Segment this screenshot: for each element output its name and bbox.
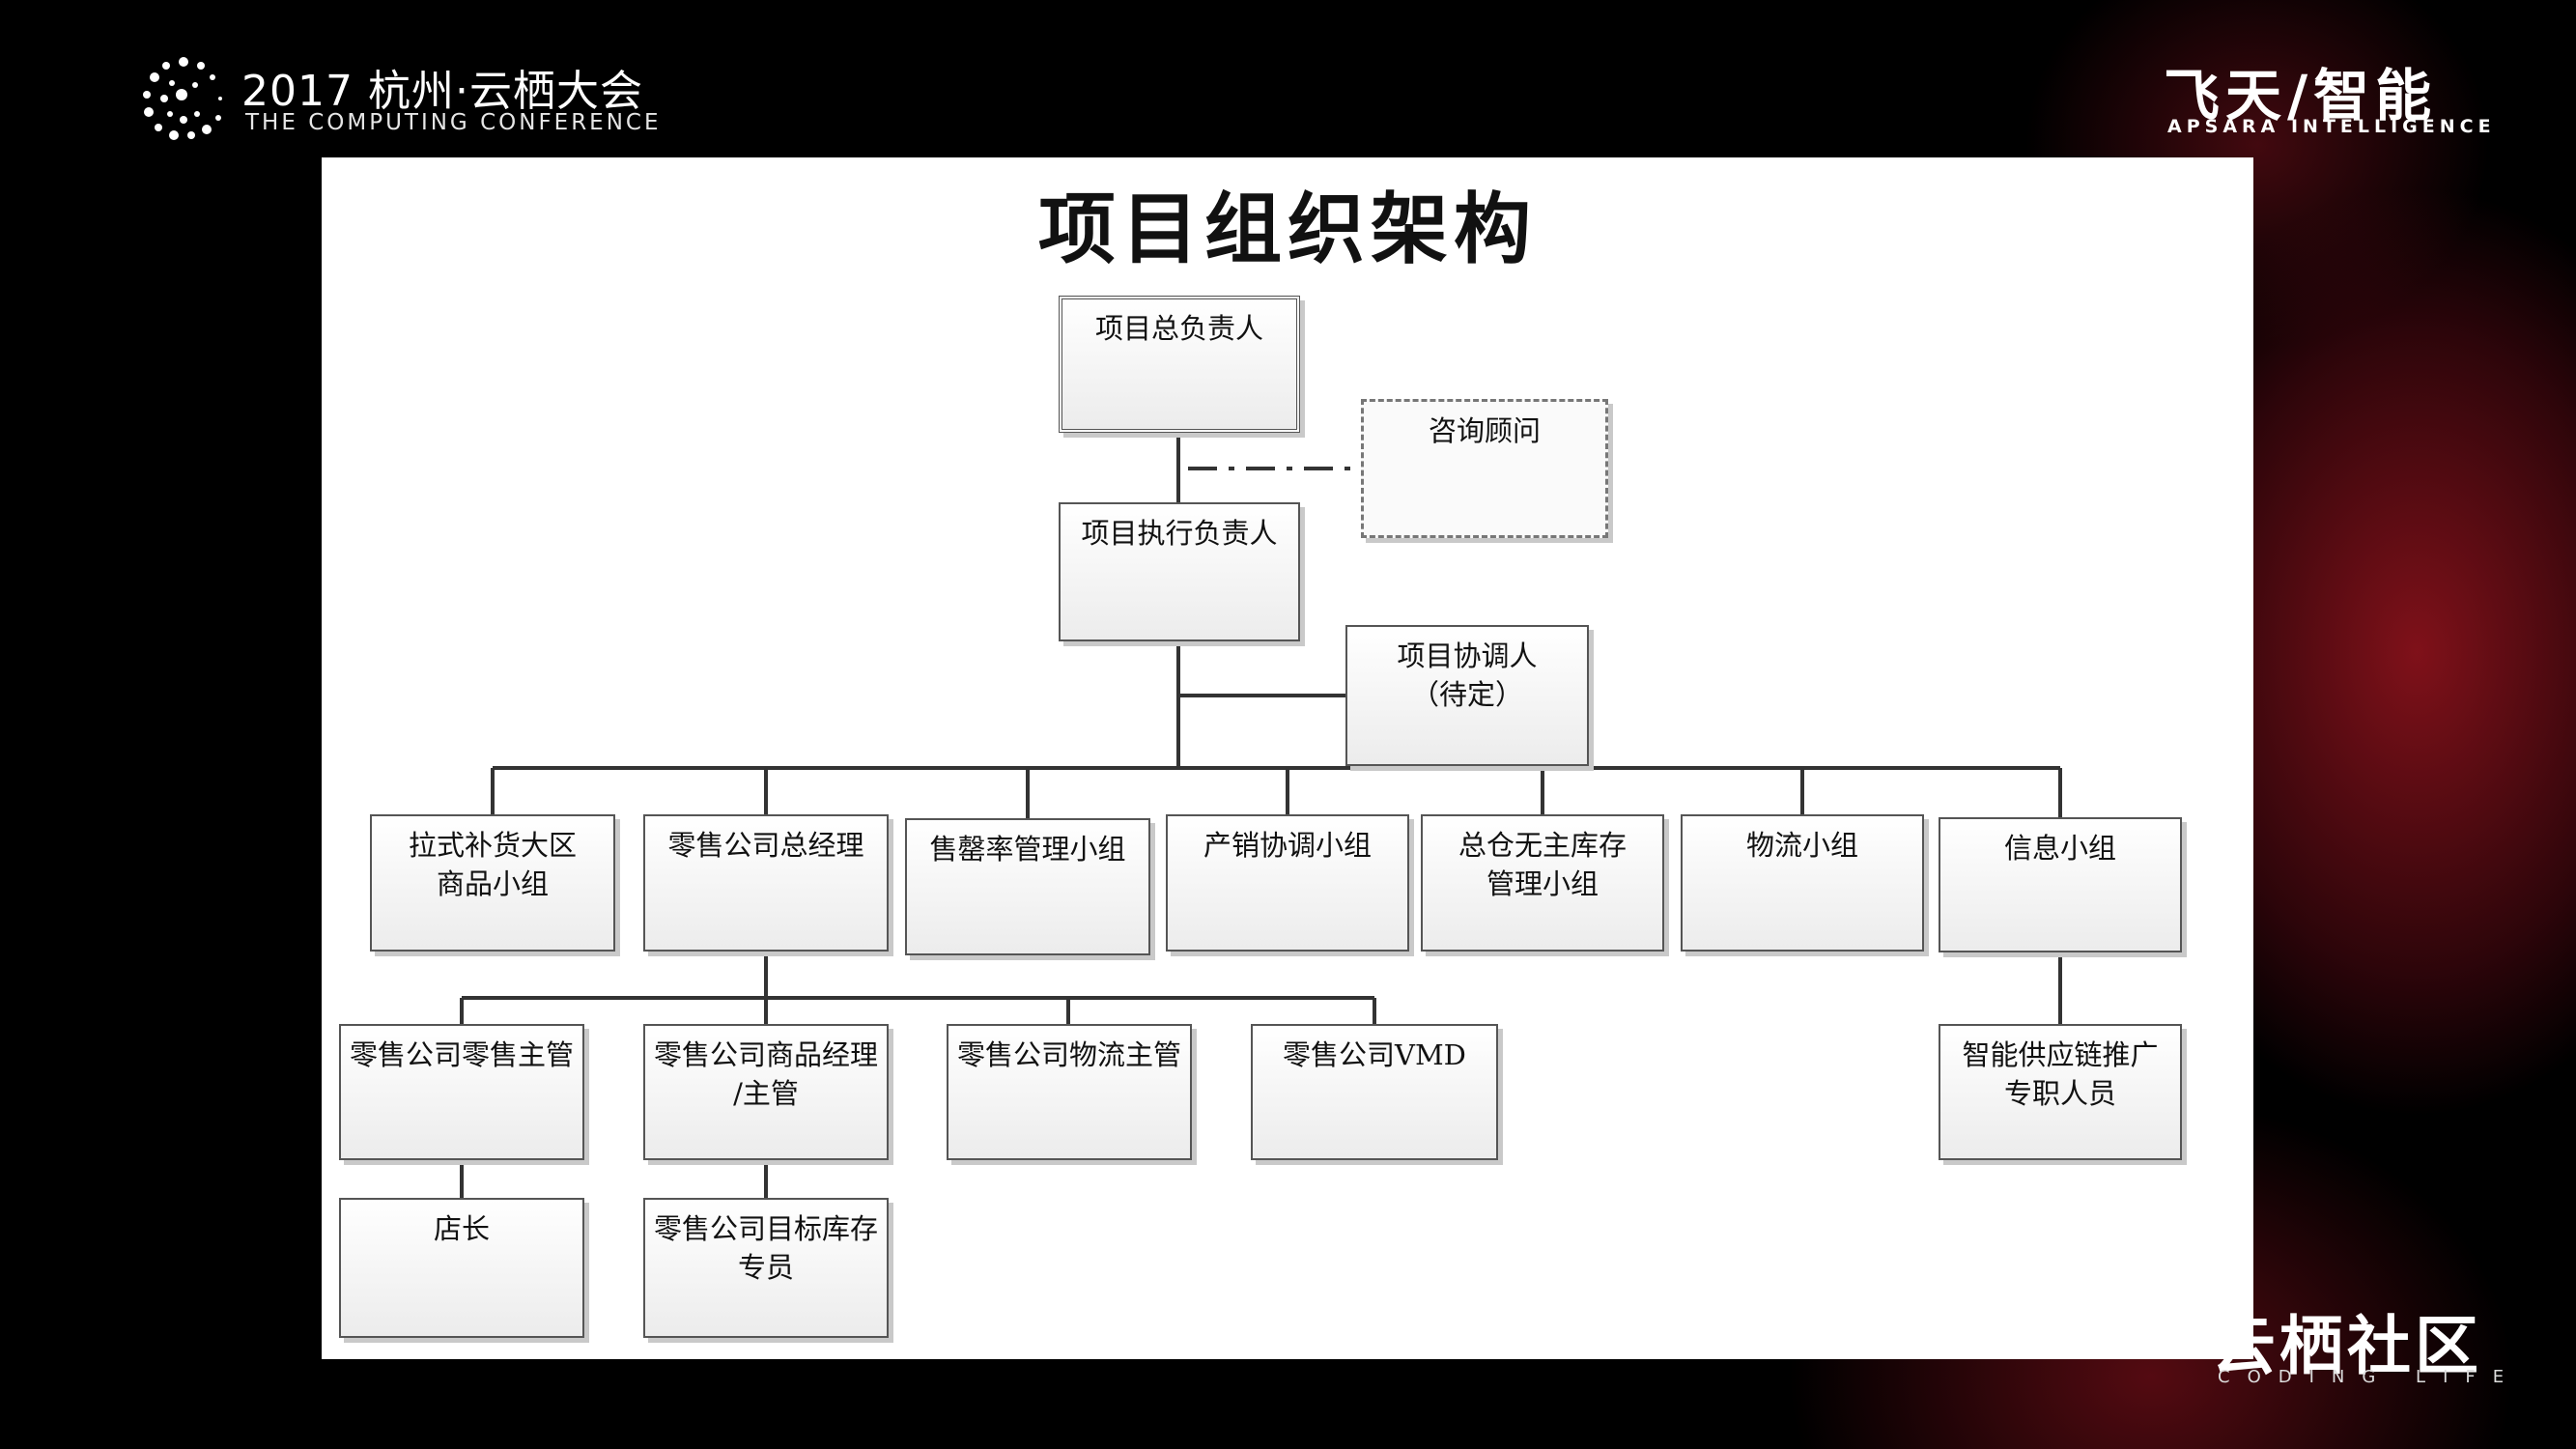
org-node-coordinator: 项目协调人 （待定） xyxy=(1345,625,1589,766)
org-connector-lines xyxy=(460,433,2062,1198)
org-node-pull-replenish: 拉式补货大区 商品小组 xyxy=(370,814,615,952)
org-node-store-mgr: 店长 xyxy=(339,1198,584,1338)
community-logo-subtitle: CODING LIFE xyxy=(2218,1367,2522,1387)
org-node-retail-logistics-mgr: 零售公司物流主管 xyxy=(947,1024,1192,1160)
apsara-logo: 飞天/智能 xyxy=(2164,63,2438,128)
apsara-logo-subtitle: APSARA INTELLIGENCE xyxy=(2167,116,2496,137)
conference-subtitle: THE COMPUTING CONFERENCE xyxy=(245,110,662,135)
org-node-logistics: 物流小组 xyxy=(1681,814,1924,952)
conference-logo-icon xyxy=(143,57,222,140)
org-node-consultant: 咨询顾问 xyxy=(1361,399,1608,538)
conference-title: 2017 杭州·云栖大会 xyxy=(241,67,643,116)
slide-panel: 项目组织架构 xyxy=(322,157,2253,1359)
org-node-warehouse: 总仓无主库存 管理小组 xyxy=(1421,814,1664,952)
org-node-retail-inventory: 零售公司目标库存 专员 xyxy=(643,1198,889,1338)
org-node-retail-merch-mgr: 零售公司商品经理 /主管 xyxy=(643,1024,889,1160)
org-node-exec-lead: 项目执行负责人 xyxy=(1059,502,1300,641)
community-logo: 云栖社区 xyxy=(2212,1309,2482,1383)
org-node-info: 信息小组 xyxy=(1939,817,2182,952)
org-node-smart-supply: 智能供应链推广 专职人员 xyxy=(1939,1024,2182,1160)
org-node-retail-sales-mgr: 零售公司零售主管 xyxy=(339,1024,584,1160)
slide-title: 项目组织架构 xyxy=(1038,184,1537,274)
org-node-prod-sales: 产销协调小组 xyxy=(1166,814,1409,952)
org-node-sellout-mgmt: 售罄率管理小组 xyxy=(905,818,1150,955)
org-node-retail-gm: 零售公司总经理 xyxy=(643,814,889,952)
org-node-general-lead: 项目总负责人 xyxy=(1059,296,1300,433)
org-node-retail-vmd: 零售公司VMD xyxy=(1251,1024,1498,1160)
